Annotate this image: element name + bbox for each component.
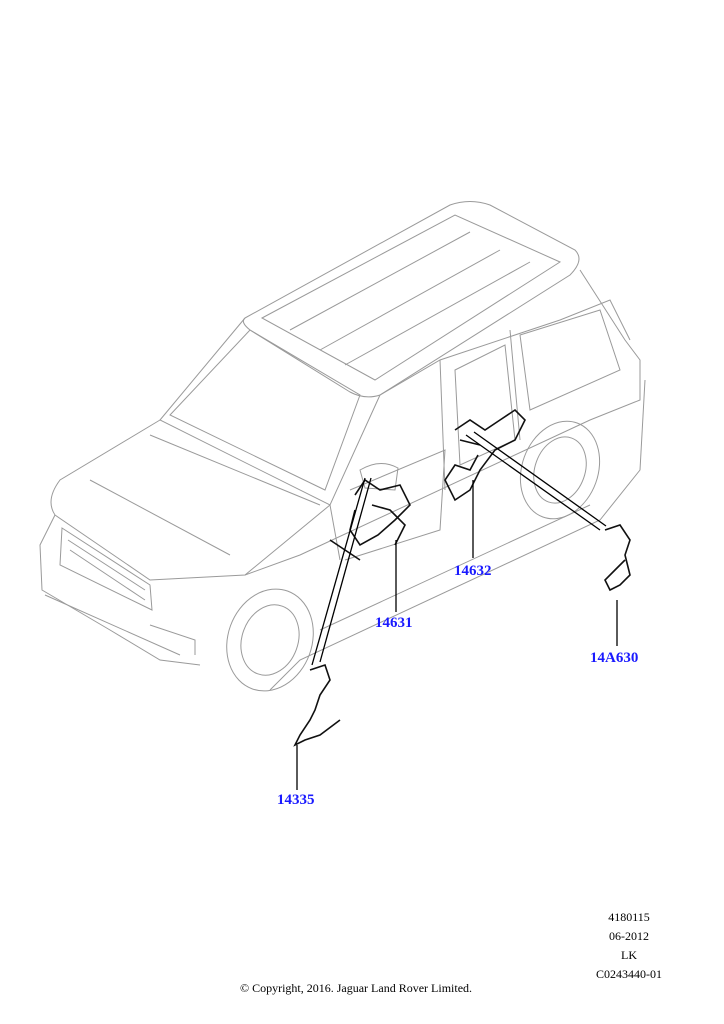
vehicle-outline xyxy=(39,201,646,692)
reference-initials: LK xyxy=(621,948,637,962)
callout-14632[interactable]: 14632 xyxy=(454,563,492,579)
reference-code: C0243440-01 xyxy=(596,967,662,981)
harness-14632 xyxy=(444,408,526,502)
callout-14A630[interactable]: 14A630 xyxy=(590,650,639,666)
harness-14631 xyxy=(329,478,411,561)
leader-lines xyxy=(296,431,618,790)
reference-number: 4180115 xyxy=(608,910,650,924)
reference-date: 06-2012 xyxy=(609,929,649,943)
reference-block: 4180115 06-2012 LK C0243440-01 xyxy=(596,908,662,984)
harness-14335 xyxy=(293,663,341,747)
wiring-harnesses xyxy=(293,408,631,747)
harness-14A630 xyxy=(604,524,631,592)
callout-14335[interactable]: 14335 xyxy=(277,792,315,808)
copyright-notice: © Copyright, 2016. Jaguar Land Rover Lim… xyxy=(239,981,473,995)
callout-14631[interactable]: 14631 xyxy=(375,615,413,631)
